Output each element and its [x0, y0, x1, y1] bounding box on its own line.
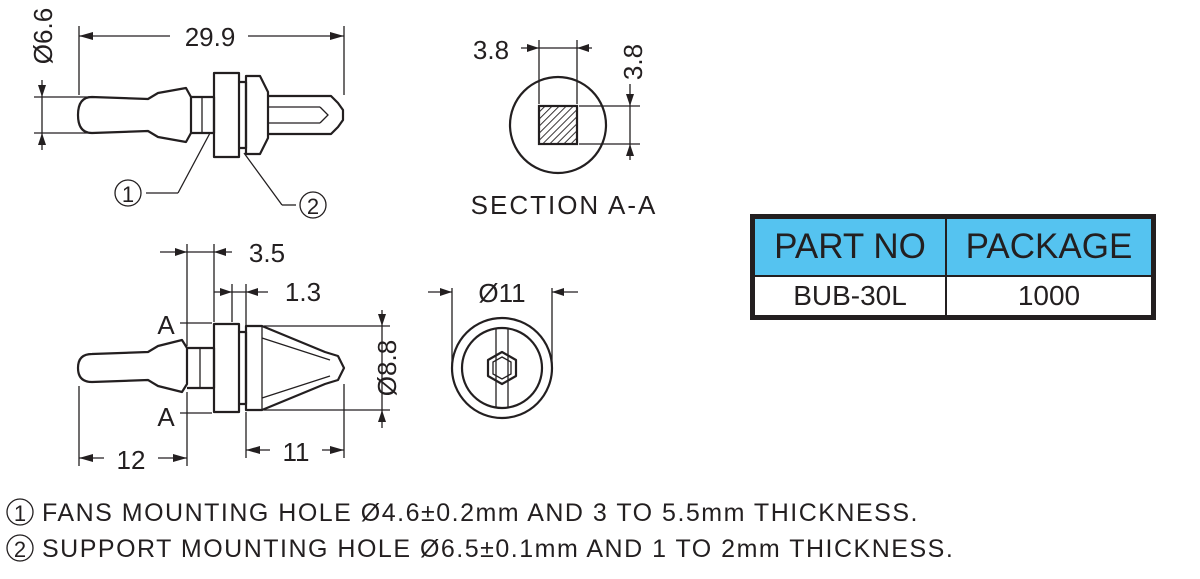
top-view-front-shank	[76, 86, 193, 144]
header-package: PACKAGE	[945, 215, 1155, 277]
dim-square-width: 3.8	[473, 35, 509, 65]
bottom-view-flange	[212, 322, 241, 414]
note-2-text: SUPPORT MOUNTING HOLE Ø6.5±0.1mm AND 1 T…	[42, 535, 954, 563]
part-package-table: PART NO PACKAGE BUB-30L 1000	[750, 214, 1156, 320]
section-mark-top: A	[157, 310, 175, 340]
table-row: BUB-30L 1000	[751, 275, 1155, 319]
bottom-view-front-shank	[76, 338, 189, 394]
dim-head-diameter: Ø8.8	[372, 340, 402, 396]
end-view-outer-circle	[450, 316, 554, 420]
dim-groove-width: 1.3	[285, 277, 321, 307]
callout-1: 1	[122, 182, 134, 207]
section-square	[537, 104, 579, 146]
top-side-view: 29.9 Ø6.6 1 2	[28, 8, 345, 219]
dim-overall-length: 29.9	[185, 22, 236, 52]
notes: 1 FANS MOUNTING HOLE Ø4.6±0.2mm AND 3 TO…	[6, 498, 954, 563]
end-view-inner-circle	[460, 326, 544, 410]
table-header-row: PART NO PACKAGE	[751, 215, 1155, 277]
dim-flange-diameter: Ø11	[478, 278, 525, 308]
note-1-number: 1	[14, 501, 26, 526]
dim-square-height: 3.8	[618, 44, 648, 80]
dim-flange-span: 3.5	[249, 238, 285, 268]
top-view-flange	[212, 71, 241, 159]
end-view: Ø11	[428, 278, 578, 420]
section-label: SECTION A-A	[471, 190, 658, 220]
top-view-rear-prong	[268, 94, 345, 136]
dim-rear-length: 11	[283, 437, 310, 467]
note-1-text: FANS MOUNTING HOLE Ø4.6±0.2mm AND 3 TO 5…	[42, 499, 919, 527]
cell-package: 1000	[945, 275, 1155, 319]
dim-shank-diameter: Ø6.6	[28, 8, 58, 64]
end-view-hexagon	[486, 350, 518, 386]
cell-part-no: BUB-30L	[751, 275, 947, 319]
bottom-view-cone	[244, 324, 346, 412]
section-mark-bottom: A	[157, 402, 175, 432]
note-2-number: 2	[14, 537, 26, 562]
top-view-cone	[244, 74, 270, 156]
callout-2: 2	[307, 194, 319, 219]
bottom-side-view: 3.5 1.3 A A Ø8.8 12 11	[76, 238, 402, 475]
section-a-a: 3.8 3.8 SECTION A-A	[471, 35, 658, 220]
section-circle	[508, 75, 608, 175]
header-part-no: PART NO	[751, 215, 947, 277]
dim-front-length: 12	[117, 445, 146, 475]
